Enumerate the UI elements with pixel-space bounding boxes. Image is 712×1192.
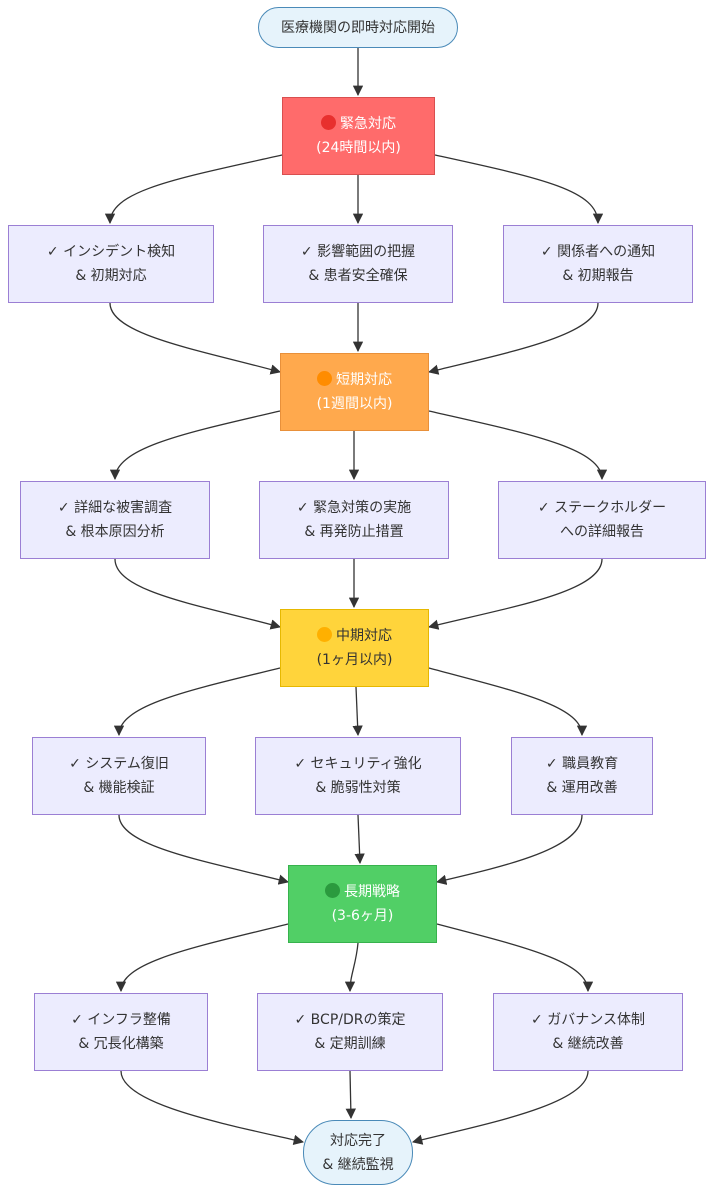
task-line1: ✓ インフラ整備 — [71, 1012, 171, 1028]
edge-arrow-19 — [115, 923, 289, 993]
start-node: 医療機関の即時対応開始 — [258, 7, 458, 48]
task-line2: & 冗長化構築 — [78, 1036, 164, 1052]
phase-title: 緊急対応 — [340, 116, 396, 132]
task-line1: ✓ ガバナンス体制 — [531, 1012, 645, 1028]
task-line1: ✓ 緊急対策の実施 — [296, 500, 412, 516]
end-label-line1: 対応完了 — [330, 1132, 386, 1149]
task-infrastructure: ✓ インフラ整備 & 冗長化構築 — [34, 993, 208, 1071]
phase-mid-term: 中期対応 (1ヶ月以内) — [280, 609, 429, 687]
edge-arrow-20 — [344, 942, 359, 993]
phase-period: (24時間以内) — [316, 140, 401, 156]
task-incident-detection: ✓ インシデント検知 & 初期対応 — [8, 225, 214, 303]
task-stakeholder-report: ✓ ステークホルダー への詳細報告 — [498, 481, 706, 559]
red-circle-icon — [321, 115, 336, 130]
task-line1: ✓ 職員教育 — [545, 756, 619, 772]
phase-period: (1週間以内) — [316, 396, 393, 412]
task-line2: & 脆弱性対策 — [315, 780, 401, 796]
phase-title: 長期戦略 — [344, 884, 400, 900]
task-staff-training: ✓ 職員教育 & 運用改善 — [511, 737, 653, 815]
edge-arrow-13 — [113, 667, 281, 737]
phase-emergency: 緊急対応 (24時間以内) — [282, 97, 435, 175]
task-emergency-measures: ✓ 緊急対策の実施 & 再発防止措置 — [259, 481, 449, 559]
edge-arrow-3 — [434, 154, 604, 225]
end-label-line2: & 継続監視 — [322, 1156, 394, 1173]
edge-arrow-18 — [435, 814, 583, 885]
task-line2: & 初期対応 — [75, 268, 147, 284]
edge-arrow-23 — [345, 1070, 356, 1120]
edge-arrow-21 — [436, 923, 594, 993]
task-stakeholder-notice: ✓ 関係者への通知 & 初期報告 — [503, 225, 693, 303]
task-line2: & 機能検証 — [83, 780, 155, 796]
task-line2: & 初期報告 — [562, 268, 634, 284]
task-governance: ✓ ガバナンス体制 & 継続改善 — [493, 993, 683, 1071]
task-line2: & 定期訓練 — [314, 1036, 386, 1052]
task-line2: & 患者安全確保 — [308, 268, 408, 284]
edge-arrow-15 — [428, 667, 588, 737]
edge-arrow-9 — [428, 410, 608, 481]
task-line1: ✓ 影響範囲の把握 — [300, 244, 416, 260]
yellow-circle-icon — [317, 627, 332, 642]
task-line1: ✓ BCP/DRの策定 — [294, 1012, 406, 1028]
edge-arrow-17 — [354, 814, 365, 865]
edge-arrow-7 — [109, 410, 281, 481]
end-node: 対応完了 & 継続監視 — [303, 1120, 413, 1185]
task-security-hardening: ✓ セキュリティ強化 & 脆弱性対策 — [255, 737, 461, 815]
task-line2: & 再発防止措置 — [304, 524, 404, 540]
orange-circle-icon — [317, 371, 332, 386]
task-line1: ✓ システム復旧 — [69, 756, 169, 772]
edge-arrow-12 — [427, 558, 603, 630]
edge-arrow-22 — [120, 1070, 305, 1145]
task-line1: ✓ ステークホルダー — [537, 500, 667, 516]
task-line2: & 継続改善 — [552, 1036, 624, 1052]
phase-title: 中期対応 — [336, 628, 392, 644]
task-damage-investigation: ✓ 詳細な被害調査 & 根本原因分析 — [20, 481, 210, 559]
edge-arrow-24 — [411, 1070, 589, 1145]
task-line1: ✓ 関係者への通知 — [540, 244, 656, 260]
edge-arrow-14 — [352, 686, 363, 737]
task-impact-scope: ✓ 影響範囲の把握 & 患者安全確保 — [263, 225, 453, 303]
phase-title: 短期対応 — [336, 372, 392, 388]
task-line1: ✓ インシデント検知 — [46, 244, 176, 260]
edge-arrow-16 — [118, 814, 290, 885]
edge-arrow-1 — [104, 154, 283, 225]
green-circle-icon — [325, 883, 340, 898]
task-line1: ✓ セキュリティ強化 — [294, 756, 422, 772]
task-line2: & 根本原因分析 — [65, 524, 165, 540]
phase-period: (3-6ヶ月) — [331, 908, 394, 924]
start-label: 医療機関の即時対応開始 — [281, 19, 435, 36]
phase-short-term: 短期対応 (1週間以内) — [280, 353, 429, 431]
task-bcp-dr: ✓ BCP/DRの策定 & 定期訓練 — [257, 993, 443, 1071]
edge-arrow-6 — [427, 302, 599, 375]
task-line1: ✓ 詳細な被害調査 — [57, 500, 173, 516]
task-line2: への詳細報告 — [560, 524, 644, 540]
edge-arrow-4 — [109, 302, 282, 375]
task-system-recovery: ✓ システム復旧 & 機能検証 — [32, 737, 206, 815]
edge-arrow-10 — [114, 558, 282, 630]
task-line2: & 運用改善 — [546, 780, 618, 796]
phase-long-term: 長期戦略 (3-6ヶ月) — [288, 865, 437, 943]
phase-period: (1ヶ月以内) — [316, 652, 393, 668]
